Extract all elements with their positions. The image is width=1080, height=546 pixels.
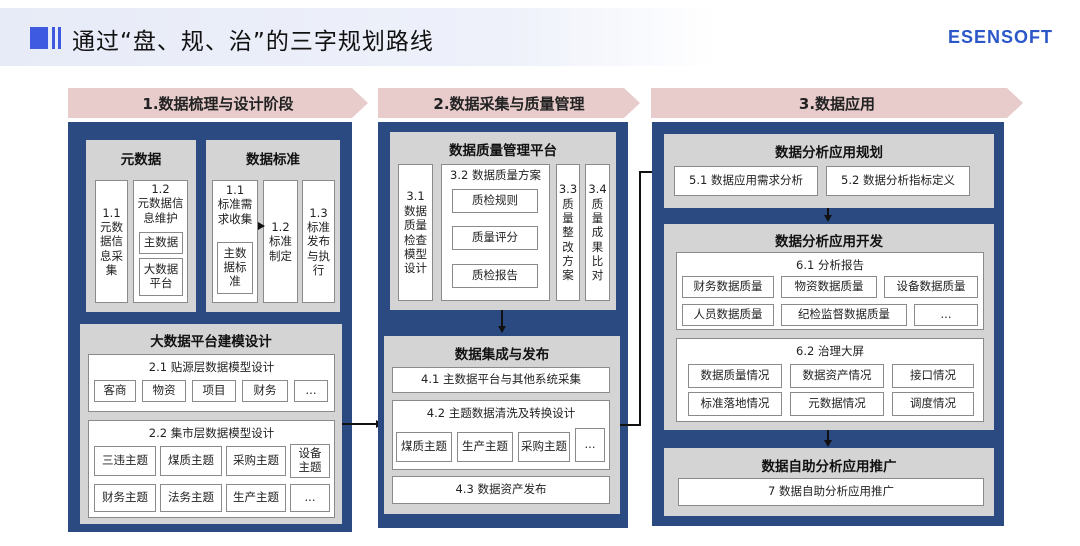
phase-1-banner: 1.数据梳理与设计阶段 (68, 88, 368, 118)
cleanse-transform-title: 4.2 主题数据清洗及转换设计 (426, 406, 576, 420)
chip-more: ... (575, 428, 605, 462)
chip-finance: 财务 (242, 380, 288, 402)
chip-more: ... (914, 304, 978, 326)
chip-purchase-theme: 采购主题 (226, 446, 286, 476)
chip-project: 项目 (192, 380, 236, 402)
chip-asset-status: 数据资产情况 (790, 364, 884, 388)
brand-logo: ESENSOFT (948, 27, 1054, 47)
phase-2-banner: 2.数据采集与质量管理 (378, 88, 640, 118)
chip-merchant: 客商 (94, 380, 136, 402)
requirement-analysis-box: 5.1 数据应用需求分析 (674, 166, 818, 196)
modeling-title: 大数据平台建模设计 (150, 334, 272, 350)
standard-define-box: 1.2 标准 制定 (263, 180, 298, 303)
data-standard-title: 数据标准 (246, 152, 300, 168)
page-title: 通过“盘、规、治”的三字规划路线 (72, 29, 434, 55)
asset-publish-box: 4.3 数据资产发布 (392, 476, 610, 504)
quality-compare-box: 3.4 质 量 成 果 比 对 (585, 164, 610, 301)
quality-plan-title: 3.2 数据质量方案 (450, 168, 541, 182)
chip-quality-status: 数据质量情况 (688, 364, 782, 388)
analysis-report-title: 6.1 分析报告 (796, 258, 864, 272)
chip-production-theme: 生产主题 (457, 432, 513, 462)
app-development-title: 数据分析应用开发 (775, 234, 883, 250)
chip-personnel-quality: 人员数据质量 (682, 304, 774, 326)
standard-publish-box: 1.3 标准 发布 与执 行 (302, 180, 335, 303)
title-marker-icon (30, 27, 48, 49)
chip-discipline-quality: 纪检监督数据质量 (781, 304, 907, 326)
self-service-box: 7 数据自助分析应用推广 (678, 478, 984, 506)
indicator-definition-box: 5.2 数据分析指标定义 (826, 166, 970, 196)
chip-finance-quality: 财务数据质量 (682, 276, 774, 298)
chip-qc-rules: 质检规则 (452, 189, 538, 213)
connector-line (827, 208, 829, 218)
integration-title: 数据集成与发布 (454, 347, 550, 363)
chip-coal-quality-theme: 煤质主题 (396, 432, 452, 462)
connector-line (827, 430, 829, 442)
chip-violation-theme: 三违主题 (94, 446, 156, 476)
chip-schedule-status: 调度情况 (892, 392, 974, 416)
chip-equipment-quality: 设备数据质量 (884, 276, 978, 298)
phase-3-banner: 3.数据应用 (651, 88, 1023, 118)
metadata-title: 元数据 (120, 152, 162, 168)
chip-interface-status: 接口情况 (892, 364, 974, 388)
chip-finance-theme: 财务主题 (94, 484, 156, 512)
quality-model-box: 3.1 数据 质量 检查 模型 设计 (398, 164, 433, 301)
metadata-maintain-label: 1.2 元数据信 息维护 (137, 182, 184, 225)
arrow-right-icon (258, 222, 265, 230)
source-layer-title: 2.1 贴源层数据模型设计 (148, 360, 275, 374)
master-data-collection-box: 4.1 主数据平台与其他系统采集 (392, 367, 610, 393)
bigdata-platform-chip: 大数据 平台 (139, 258, 183, 296)
metadata-collect-box: 1.1 元数 据信 息采 集 (95, 180, 128, 303)
chip-equipment-theme: 设备 主题 (290, 444, 330, 478)
master-data-standard-chip: 主数 据标 准 (217, 242, 253, 294)
self-service-title: 数据自助分析应用推广 (761, 459, 897, 475)
chip-more: ... (290, 484, 330, 512)
mart-layer-title: 2.2 集市层数据模型设计 (148, 426, 275, 440)
arrow-down-icon (498, 326, 506, 333)
connector-line (620, 424, 640, 426)
chip-quality-score: 质量评分 (452, 226, 538, 250)
title-marker-bar-icon (58, 27, 61, 49)
master-data-chip: 主数据 (139, 232, 183, 254)
arrow-down-icon (824, 440, 832, 447)
chip-qc-report: 质检报告 (452, 264, 538, 288)
chip-metadata-status: 元数据情况 (790, 392, 884, 416)
connector-line (342, 423, 378, 425)
quality-platform-title: 数据质量管理平台 (449, 143, 557, 159)
connector-line (639, 171, 657, 173)
chip-material: 物资 (142, 380, 186, 402)
chip-production-theme: 生产主题 (226, 484, 286, 512)
quality-rectify-box: 3.3 质 量 整 改 方 案 (556, 164, 580, 301)
chip-more: ... (294, 380, 328, 402)
chip-purchase-theme: 采购主题 (518, 432, 570, 462)
chip-material-quality: 物资数据质量 (781, 276, 877, 298)
chip-coal-quality-theme: 煤质主题 (160, 446, 222, 476)
connector-line (639, 171, 641, 426)
app-planning-title: 数据分析应用规划 (775, 145, 883, 161)
title-marker-bar-icon (52, 27, 55, 49)
chip-legal-theme: 法务主题 (160, 484, 222, 512)
arrow-down-icon (824, 215, 832, 222)
header-band (0, 8, 720, 66)
governance-screen-title: 6.2 治理大屏 (796, 344, 864, 358)
standard-collect-label: 1.1 标准需 求收集 (217, 183, 253, 226)
chip-standard-status: 标准落地情况 (688, 392, 782, 416)
connector-line (501, 310, 503, 328)
